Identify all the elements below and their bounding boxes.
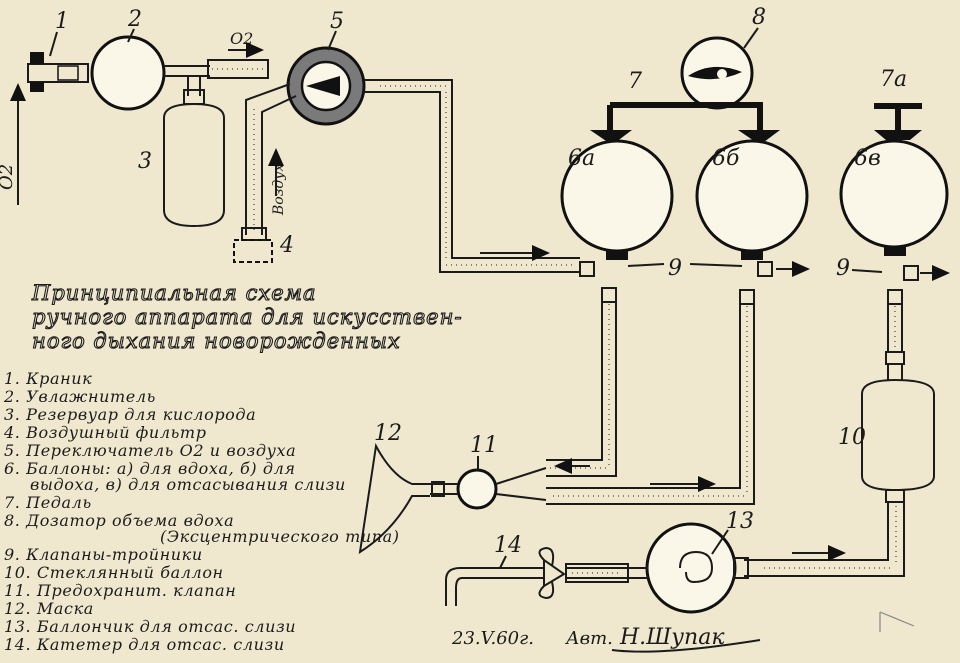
tube-to-suction-bulb [744,489,905,577]
balloon-necks [606,246,906,260]
mask [358,442,430,555]
footer-author-prefix: Авт. [564,628,613,649]
legend-item-9: 9. Клапаны-тройники [4,545,203,564]
title-line-3: ного дыхания новорожденных [32,329,401,353]
label-6v: 6в [854,146,881,171]
air-filter [233,227,273,263]
glass-balloon [861,378,935,492]
valve-tee-6v [887,265,919,305]
label-6b: 6б [712,146,740,171]
label-2: 2 [127,7,142,32]
humidifier [90,35,166,111]
legend-item-3: 3. Резервуар для кислорода [4,405,256,424]
legend-item-14: 14. Катетер для отсас. слизи [4,635,285,654]
main-inhale-tube [364,79,580,273]
safety-valve [456,468,498,510]
label-1: 1 [55,9,69,34]
label-8: 8 [752,5,766,30]
tube-6v-down [885,302,905,380]
label-10: 10 [838,425,866,450]
footer-date: 23.V.60г. [451,628,534,649]
valve-tee-6b [739,261,773,305]
legend-item-4: 4. Воздушный фильтр [3,423,207,442]
label-13: 13 [726,509,754,534]
legend-item-8-cont: (Эксцентрического типа) [160,527,400,546]
pedal-7a [874,103,922,140]
title-line-2: ручного аппарата для искусствен- [32,305,463,329]
pedal [590,102,780,145]
valve-tee-6a [579,261,617,303]
catheter [445,546,648,606]
legend-item-6: 6. Баллоны: а) для вдоха, б) для [4,459,296,478]
valve-krannik [27,52,89,92]
legend-item-11: 11. Предохранит. клапан [4,581,236,600]
oxygen-reservoir [163,76,225,228]
label-14: 14 [494,533,522,558]
o2-inlet-label: О2 [0,164,17,190]
pencil-mark [879,611,915,632]
legend-list: 1. Краник 2. Увлажнитель 3. Резервуар дл… [3,369,400,654]
switch-o2-air [286,46,366,126]
label-6a: 6а [568,146,595,171]
label-12: 12 [374,421,402,446]
label-11: 11 [470,433,498,458]
label-7: 7 [628,69,642,94]
air-label: Воздух [271,164,287,216]
legend-item-13: 13. Баллончик для отсас. слизи [4,617,296,636]
label-5: 5 [330,9,344,34]
air-tube [245,83,297,235]
legend-item-8: 8. Дозатор объема вдоха [4,511,234,530]
legend-item-6-cont: выдоха, в) для отсасывания слизи [30,475,346,494]
label-3: 3 [138,149,152,174]
label-9-first: 9 [668,256,682,281]
legend-item-5: 5. Переключатель О2 и воздуха [4,441,296,460]
title-line-1: Принципиальная схема [31,281,317,305]
suction-bulb [645,522,737,614]
legend-item-7: 7. Педаль [4,493,92,512]
legend-item-10: 10. Стеклянный баллон [4,563,224,582]
legend-item-1: 1. Краник [4,369,92,388]
label-7a: 7а [880,67,907,92]
footer-signature: Н.Шупак [619,625,725,650]
legend-item-2: 2. Увлажнитель [3,387,156,406]
oxygen-tube [207,59,269,79]
o2-flow-label: О2 [230,29,253,48]
tube-6b-down [546,302,755,505]
tube-6a-down [546,300,617,477]
label-9-second: 9 [836,256,850,281]
label-4: 4 [279,233,294,258]
legend-item-12: 12. Маска [4,599,94,618]
